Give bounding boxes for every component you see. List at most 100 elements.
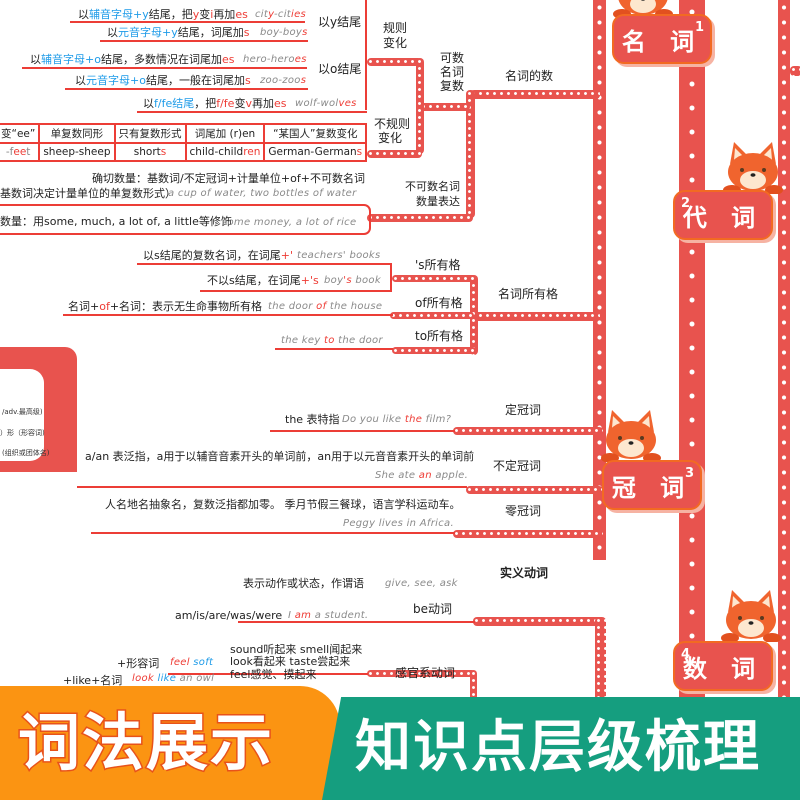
- rule-text: 以元音字母+y结尾，词尾加s: [107, 26, 249, 39]
- text-segment: v: [245, 97, 252, 110]
- branch-label: 定冠词: [505, 404, 541, 417]
- table-header-cell: 变“ee”: [0, 123, 41, 144]
- text-segment: to所有格: [415, 329, 464, 343]
- text-segment: an: [418, 470, 432, 481]
- rule-text: 不以s结尾，在词尾+'s: [207, 274, 319, 287]
- fox-mascot-icon: [613, 0, 673, 18]
- text-segment: f/fe: [216, 97, 235, 110]
- text-segment: 表示动作或状态，作谓语: [243, 577, 364, 590]
- text-segment: 定冠词: [505, 403, 542, 417]
- branch-label: 不规则: [374, 118, 410, 131]
- branch-regular: [367, 58, 422, 66]
- text-segment: 不可数名词: [405, 180, 460, 193]
- text-segment: 's所有格: [415, 258, 461, 272]
- text-segment: 不以s结尾，在词尾: [207, 274, 301, 287]
- line: [22, 67, 307, 69]
- text-segment: 结尾，词尾加: [177, 26, 244, 39]
- category-label: 冠 词: [611, 473, 693, 502]
- line: [275, 348, 393, 350]
- branch-uncountable: [367, 214, 473, 222]
- example-text: hero-heroes: [243, 53, 307, 66]
- text-segment: hero-hero: [243, 54, 295, 65]
- text-segment: of: [99, 300, 110, 313]
- connector: [790, 66, 800, 76]
- text-segment: look: [132, 673, 158, 684]
- category-label: 数 词: [682, 654, 764, 683]
- branch-label: 复数: [440, 80, 464, 93]
- table-cell: child-children: [184, 142, 266, 162]
- text-segment: 感官系动词: [395, 666, 456, 680]
- table-header-cell: “某国人”复数变化: [263, 123, 368, 144]
- text-segment: the 表特指: [285, 413, 340, 426]
- text-segment: 以o结尾: [318, 62, 362, 76]
- text-segment: child-child: [189, 146, 244, 158]
- text-segment: t: [26, 146, 31, 158]
- branch-number-v: [466, 90, 475, 218]
- line: [390, 263, 392, 292]
- text-segment: am: [294, 610, 312, 621]
- trunk-main: [679, 0, 705, 700]
- table-header-cell: 词尾加 (r)en: [184, 123, 266, 144]
- text-segment: y: [268, 9, 274, 20]
- example-text: the door of the house: [268, 300, 382, 313]
- text-segment: of: [316, 301, 327, 312]
- example-text: feel soft: [170, 656, 213, 669]
- example-text: look like an owl: [132, 672, 214, 685]
- branch-countable-v: [416, 58, 424, 154]
- text-segment: 结尾，多数情况在词尾加: [100, 53, 222, 66]
- rule-text: 数量：用some, much, a lot of, a little等修饰: [0, 215, 232, 228]
- text-segment: be动词: [413, 602, 453, 616]
- branch-be-v: [470, 670, 477, 710]
- rule-text: 名词+of+名词：表示无生命事物所有格: [68, 300, 262, 313]
- rule-text: 以辅音字母+o结尾，多数情况在词尾加es: [30, 53, 234, 66]
- text-segment: s: [243, 26, 250, 39]
- text-segment: like: [157, 673, 177, 684]
- example-text: Peggy lives in Africa.: [343, 517, 454, 530]
- text-segment: ves: [338, 98, 357, 109]
- text-segment: a cup of water, two bottles of water: [168, 188, 357, 199]
- text-segment: apple.: [431, 470, 469, 481]
- branch-label: to所有格: [415, 330, 463, 343]
- branch-possessive: [470, 312, 600, 321]
- rule-text: am/is/are/was/were: [175, 609, 282, 622]
- rule-text: the 表特指: [285, 413, 340, 426]
- text-segment: the door: [334, 335, 383, 346]
- category-number: 3: [684, 466, 694, 481]
- rule-text: 以s结尾的复数名词，在词尾+': [143, 249, 293, 262]
- banner-left-bg: [0, 686, 340, 800]
- text-segment: the house: [326, 301, 383, 312]
- rule-text: sound听起来 smell闻起来: [230, 643, 362, 656]
- table-header-row: 变“ee”单复数同形只有复数形式词尾加 (r)en“某国人”复数变化: [0, 123, 368, 144]
- branch-number: [470, 90, 600, 99]
- text-segment: es: [221, 53, 235, 66]
- text-segment: She ate: [375, 470, 419, 481]
- rule-text: 表示动作或状态，作谓语: [243, 577, 364, 590]
- rule-text: 基数词决定计量单位的单复数形式）: [0, 187, 176, 200]
- text-segment: 变: [234, 97, 246, 110]
- text-segment: 再加: [213, 8, 236, 21]
- text-segment: a student.: [311, 610, 369, 621]
- card-line: /adv.最高级): [2, 408, 43, 416]
- text-segment: Peggy lives in Africa.: [343, 518, 454, 529]
- text-segment: the door: [268, 301, 317, 312]
- text-segment: boy-boy: [260, 27, 303, 38]
- text-segment: an owl: [176, 673, 215, 684]
- branch-possessive-v: [470, 275, 478, 355]
- irregular-plural-table: 变“ee”单复数同形只有复数形式词尾加 (r)en“某国人”复数变化 -feet…: [0, 123, 368, 162]
- text-segment: 实义动词: [500, 566, 549, 580]
- category-number: 4: [681, 647, 691, 662]
- branch-label: 变化: [383, 37, 407, 50]
- text-segment: 以: [143, 97, 154, 110]
- text-segment: +': [280, 249, 293, 262]
- branch-irregular: [367, 150, 422, 158]
- text-segment: es: [235, 8, 248, 21]
- text-segment: f/fe结尾: [154, 97, 195, 110]
- text-segment: sound听起来 smell闻起来: [230, 643, 363, 656]
- text-segment: 可数: [440, 51, 465, 65]
- branch-zero: [453, 530, 603, 538]
